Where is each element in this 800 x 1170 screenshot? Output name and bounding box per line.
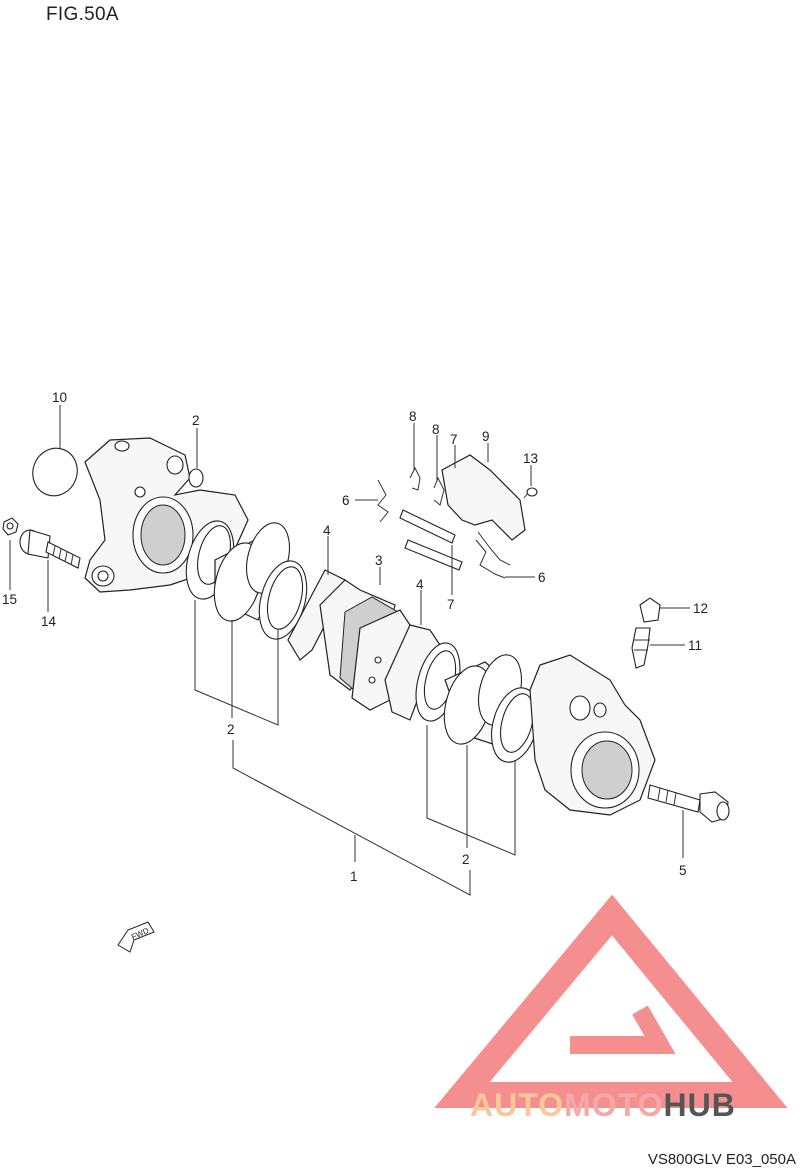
part-5-bolt-icon [647,784,730,823]
part-6-spring-left-icon [377,479,389,523]
figure-code: VS800GLV E03_050A [647,1151,796,1168]
part-9-pad-spring-icon [441,454,526,566]
figure-title: FIG.50A [46,4,119,25]
callout-9: 9 [482,429,490,444]
callout-12: 12 [693,601,708,616]
part-7-pin-lower-icon [404,539,463,571]
piston-set-right-icon [415,642,539,763]
part-3-brake-pads-icon [319,579,411,711]
fwd-arrow-icon: FWD [117,921,155,953]
watermark-text: AUTOMOTOHUB [470,1087,736,1124]
callout-8-b: 8 [432,422,440,437]
callout-2-right-pistons: 2 [462,852,470,867]
part-8-clip-a-icon [409,466,421,491]
part-2-seal-small-icon [188,468,204,488]
part-6-spring-right-icon [475,539,506,579]
watermark-text-moto: MOTO [564,1087,664,1123]
callout-10: 10 [52,390,67,405]
callout-15: 15 [2,592,17,607]
leader-lines [9,405,690,896]
callout-4-right: 4 [416,577,424,592]
part-12-bleeder-cap-icon [639,597,661,623]
callout-6-left: 6 [342,493,350,508]
callout-7-upper: 7 [450,432,458,447]
callout-1: 1 [350,869,358,884]
callout-5: 5 [679,863,687,878]
callout-2-seal: 2 [192,413,200,428]
callout-13: 13 [523,451,538,466]
part-11-bleeder-valve-icon [631,627,651,669]
watermark-logo-icon [434,894,788,1108]
piston-set-left-icon [185,520,308,640]
callout-4-left: 4 [323,523,331,538]
part-15-nut-icon [2,517,19,536]
part-14-bolt-icon [19,529,81,569]
watermark-text-hub: HUB [663,1087,736,1123]
watermark-text-auto: AUTO [470,1087,565,1123]
callout-8-a: 8 [409,409,417,424]
callout-11: 11 [688,638,702,653]
part-10-cap-icon [32,447,78,497]
callout-2-left-pistons: 2 [227,722,235,737]
callout-6-right: 6 [538,570,546,585]
part-8-clip-b-icon [433,476,445,506]
part-7-pin-upper-icon [399,509,456,544]
callout-7-lower: 7 [447,597,455,612]
callout-3: 3 [375,553,383,568]
part-13-screw-icon [523,487,538,499]
callout-14: 14 [41,614,57,629]
caliper-body-right-icon [529,654,656,816]
